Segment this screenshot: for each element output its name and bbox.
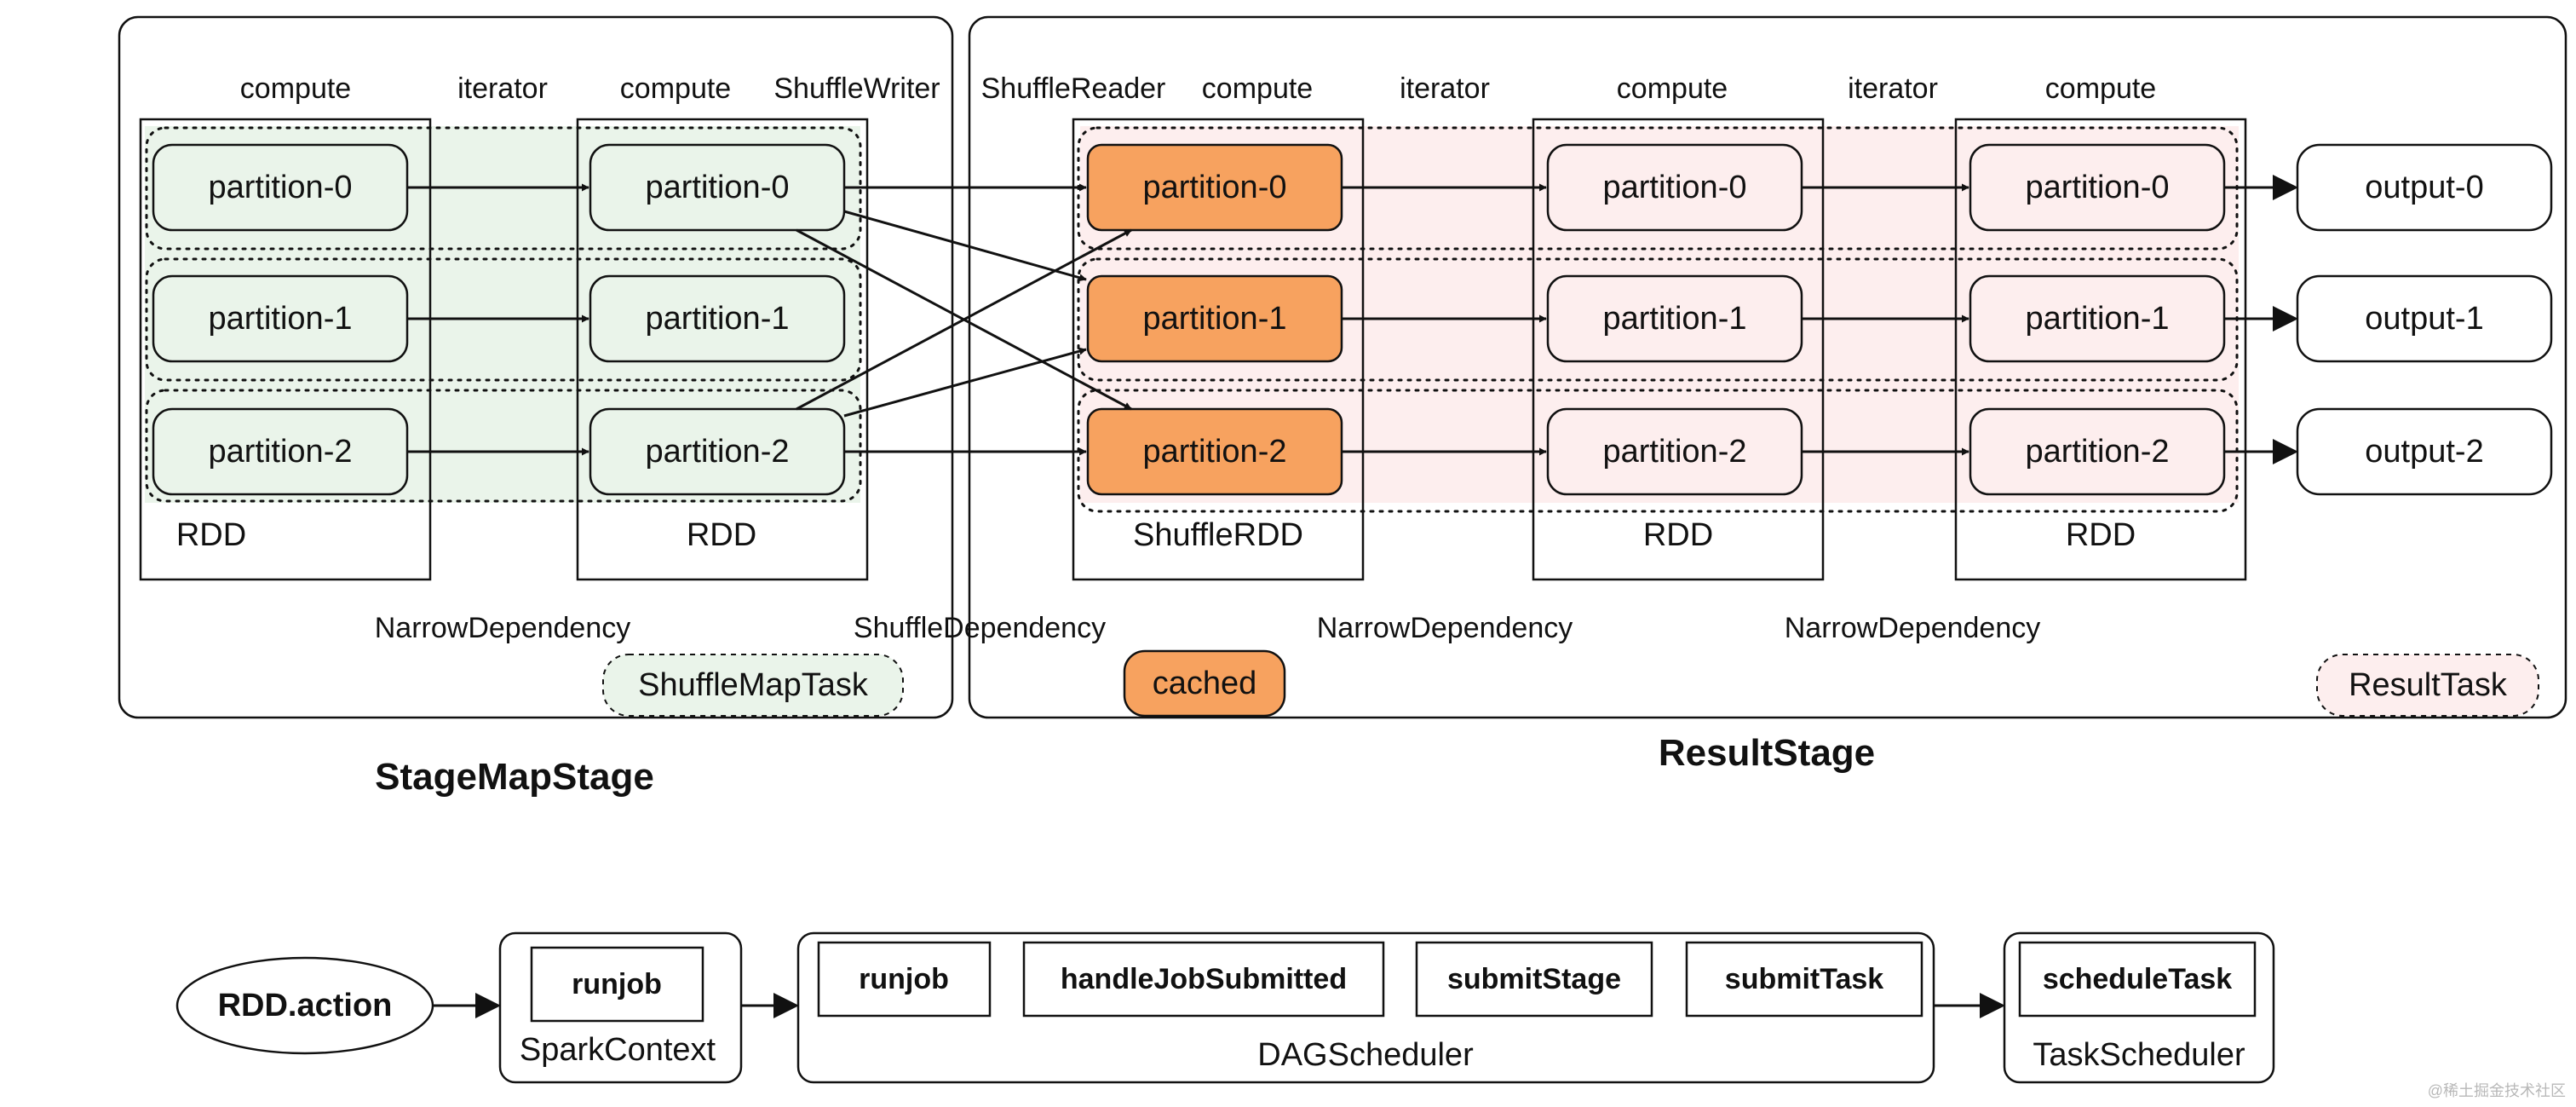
- map-rdd2-partition-2-label: partition-2: [646, 434, 790, 470]
- label-narrow-dependency-2: NarrowDependency: [1317, 612, 1573, 644]
- map-pipeline-2: [145, 389, 862, 503]
- label-compute-2: compute: [620, 72, 731, 105]
- cached-legend-label: cached: [1153, 666, 1257, 701]
- output-2-label: output-2: [2365, 434, 2483, 470]
- shuffle-map-task-label: ShuffleMapTask: [638, 667, 869, 703]
- result-rdd-3-box: [1954, 118, 2247, 581]
- label-iterator-3: iterator: [1848, 72, 1938, 105]
- map-rdd1-label: RDD: [176, 517, 246, 553]
- label-compute-4: compute: [1617, 72, 1728, 105]
- dag-submit-stage-box: [1415, 941, 1653, 1018]
- result-task-badge: [2316, 654, 2539, 717]
- map-rdd1-partition-0-label: partition-0: [209, 170, 353, 205]
- result-rdd3-partition-2-label: partition-2: [2026, 434, 2170, 470]
- cached-legend-badge: [1123, 649, 1286, 718]
- task-scheduler-schedule-task-label: scheduleTask: [2043, 963, 2232, 995]
- dag-runjob-label: runjob: [859, 963, 949, 995]
- result-task-label: ResultTask: [2349, 667, 2508, 703]
- spark-context-runjob-box: [530, 946, 704, 1023]
- spark-context-name: SparkContext: [520, 1032, 716, 1068]
- dag-submit-stage-label: submitStage: [1447, 963, 1621, 995]
- result-rdd3-label: RDD: [2066, 517, 2136, 553]
- map-pipeline-1: [145, 257, 862, 382]
- dag-submit-task-box: [1685, 941, 1923, 1018]
- map-rdd-1-box: [139, 118, 432, 581]
- dag-runjob-box: [817, 941, 992, 1018]
- label-compute-5: compute: [2045, 72, 2156, 105]
- result-rdd2-partition-2-label: partition-2: [1603, 434, 1747, 470]
- shuffle-rdd-box: [1072, 118, 1365, 581]
- dag-submit-task-label: submitTask: [1725, 963, 1884, 995]
- result-rdd2-partition-0-label: partition-0: [1603, 170, 1747, 205]
- map-rdd2-label: RDD: [687, 517, 756, 553]
- arrow-shuffle-2-0: [796, 228, 1132, 411]
- label-narrow-dependency-1: NarrowDependency: [375, 612, 631, 644]
- result-rdd3-partition-0-label: partition-0: [2026, 170, 2170, 205]
- map-stage-container: [118, 15, 954, 719]
- result-rdd3-partition-1-label: partition-1: [2026, 301, 2170, 337]
- output-1-label: output-1: [2365, 301, 2483, 337]
- label-compute-1: compute: [240, 72, 351, 105]
- map-stage-title: StageMapStage: [375, 756, 654, 798]
- arrow-shuffle-0-1: [843, 210, 1087, 282]
- spark-context-runjob-label: runjob: [572, 968, 662, 1000]
- shuffle-map-task-badge: [602, 654, 904, 717]
- dag-scheduler-name: DAGScheduler: [1257, 1037, 1474, 1073]
- result-rdd2-partition-1-label: partition-1: [1603, 301, 1747, 337]
- map-rdd2-partition-1-label: partition-1: [646, 301, 790, 337]
- result-rdd2-label: RDD: [1643, 517, 1713, 553]
- shuffle-partition-1-label: partition-1: [1143, 301, 1287, 337]
- result-stage-title: ResultStage: [1659, 732, 1875, 774]
- map-rdd-2-box: [576, 118, 869, 581]
- shuffle-partition-2-label: partition-2: [1143, 434, 1287, 470]
- label-narrow-dependency-3: NarrowDependency: [1785, 612, 2041, 644]
- arrow-shuffle-2-1: [843, 347, 1087, 418]
- output-0-label: output-0: [2365, 170, 2483, 205]
- map-rdd2-partition-0-label: partition-0: [646, 170, 790, 205]
- task-scheduler-schedule-task-box: [2018, 941, 2257, 1018]
- map-rdd1-partition-1-label: partition-1: [209, 301, 353, 337]
- shuffle-partition-0-label: partition-0: [1143, 170, 1287, 205]
- dag-handle-job-submitted-box: [1022, 941, 1385, 1018]
- label-shuffle-reader: ShuffleReader: [981, 72, 1166, 105]
- task-scheduler-name: TaskScheduler: [2033, 1037, 2245, 1073]
- watermark: @稀土掘金技术社区: [2428, 1082, 2566, 1099]
- label-shuffle-writer: ShuffleWriter: [773, 72, 940, 105]
- label-compute-3: compute: [1202, 72, 1313, 105]
- rdd-action-label: RDD.action: [218, 988, 393, 1023]
- result-stage-container: [968, 15, 2567, 719]
- map-pipeline-0: [145, 126, 862, 251]
- shuffle-rdd-label: ShuffleRDD: [1133, 517, 1303, 553]
- result-rdd-2-box: [1532, 118, 1825, 581]
- map-rdd1-partition-2-label: partition-2: [209, 434, 353, 470]
- label-shuffle-dependency: ShuffleDependency: [854, 612, 1106, 644]
- dag-handle-job-submitted-label: handleJobSubmitted: [1061, 963, 1347, 995]
- label-iterator-2: iterator: [1400, 72, 1490, 105]
- map-rdd2-partition-1-box: [589, 274, 846, 363]
- label-iterator-1: iterator: [457, 72, 548, 105]
